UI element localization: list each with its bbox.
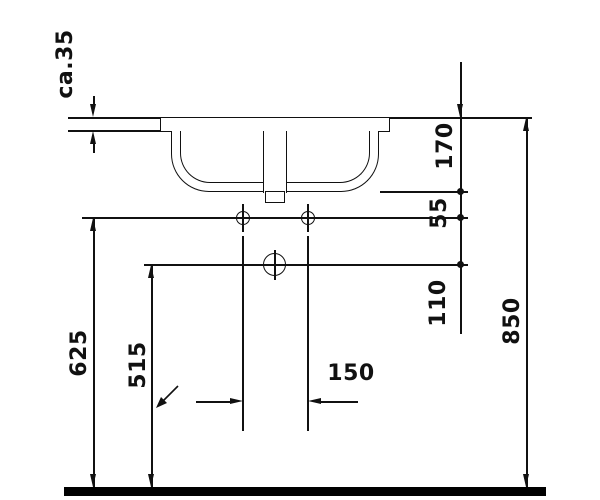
dim-label-850: 850 — [500, 297, 525, 345]
dim-150-extension-right — [307, 236, 309, 431]
dim-ca35-upper-line — [93, 96, 95, 108]
dim-chain-line — [460, 62, 462, 334]
dim-625-top-arrowhead — [90, 218, 96, 231]
fixing-hole-right-tick — [307, 204, 309, 232]
dim-625-line — [93, 218, 95, 487]
dim-150-left-line — [196, 401, 232, 403]
dim-point-holes — [457, 214, 464, 221]
fixing-holes-centerline — [82, 217, 468, 219]
floor-line — [64, 487, 546, 496]
drain-outlet-foot — [265, 191, 285, 203]
dim-label-170: 170 — [433, 122, 458, 170]
leader-arrow-icon — [156, 385, 179, 408]
dim-ca35-lower-line — [93, 141, 95, 153]
dim-850-bottom-arrowhead — [523, 474, 529, 487]
dim-point-drain — [457, 261, 464, 268]
dim-label-110: 110 — [426, 279, 451, 327]
dim-150-right-arrowhead — [308, 398, 321, 404]
dim-850-top-arrowhead — [523, 118, 529, 131]
drain-centerline — [144, 264, 468, 266]
dim-850-line — [526, 118, 528, 487]
dim-point-basin-bottom — [457, 188, 464, 195]
basin-bottom-extension-line — [380, 191, 468, 193]
dim-515-bottom-arrowhead — [148, 474, 154, 487]
drain-hole-tick — [274, 250, 276, 280]
dim-170-arrowhead — [457, 104, 463, 117]
basin-rim — [160, 117, 390, 132]
dim-150-extension-left — [242, 236, 244, 431]
dim-150-left-arrowhead — [230, 398, 243, 404]
dim-625-bottom-arrowhead — [90, 474, 96, 487]
dim-515-line — [151, 265, 153, 487]
dim-515-top-arrowhead — [148, 265, 154, 278]
dim-150-right-line — [319, 401, 358, 403]
dim-label-150: 150 — [327, 361, 375, 386]
rim-bottom-extension-line — [68, 130, 162, 132]
dim-label-55: 55 — [427, 197, 452, 229]
fixing-hole-left-tick — [242, 204, 244, 232]
dim-label-625: 625 — [67, 329, 92, 377]
dim-ca35-upper-arrowhead — [90, 104, 96, 117]
overflow-channel — [263, 131, 287, 193]
dim-ca35-lower-arrowhead — [90, 131, 96, 144]
dim-label-ca35: ca.35 — [53, 29, 78, 99]
dim-label-515: 515 — [126, 341, 151, 389]
